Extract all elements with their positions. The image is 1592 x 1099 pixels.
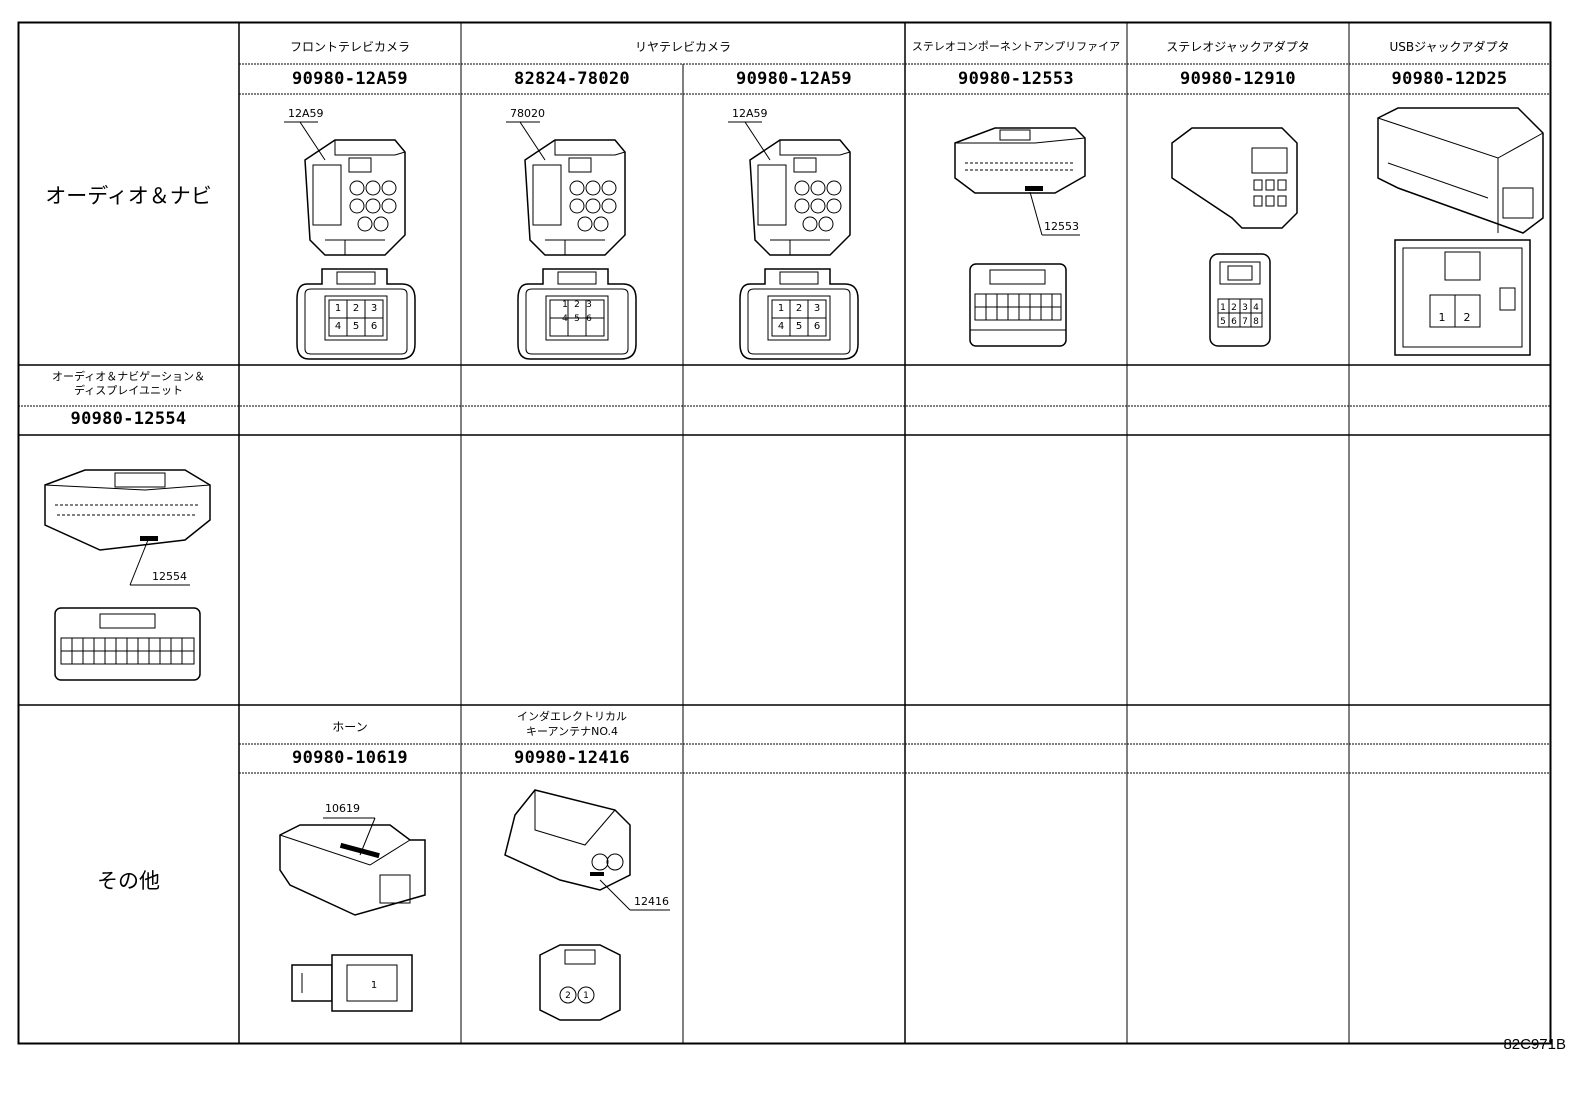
- svg-text:6: 6: [814, 321, 820, 332]
- header-display-unit-line1: オーディオ＆ナビゲーション＆: [51, 370, 205, 383]
- part-number: 90980-12D25: [1391, 69, 1508, 89]
- header-horn: ホーン: [332, 720, 368, 734]
- part-number: 90980-12554: [70, 409, 187, 429]
- part-number: 82824-78020: [514, 69, 630, 89]
- header-front-camera: フロントテレビカメラ: [289, 40, 410, 54]
- svg-text:4: 4: [778, 321, 784, 332]
- header-antenna-line2: キーアンテナNO.4: [525, 725, 619, 738]
- svg-text:4: 4: [335, 321, 341, 332]
- svg-text:6: 6: [371, 321, 377, 332]
- callout-label: 12A59: [288, 107, 324, 120]
- part-number: 90980-12553: [958, 69, 1074, 89]
- svg-text:5: 5: [353, 321, 359, 332]
- category-other: その他: [97, 869, 160, 893]
- svg-text:1: 1: [583, 991, 589, 1001]
- svg-text:1: 1: [562, 300, 568, 310]
- header-stereo-jack: ステレオジャックアダプタ: [1166, 40, 1310, 54]
- svg-text:1: 1: [1220, 303, 1226, 313]
- header-antenna-line1: インダエレクトリカル: [517, 710, 627, 723]
- part-number: 90980-12910: [1180, 69, 1296, 89]
- svg-text:5: 5: [1220, 317, 1226, 327]
- header-rear-camera: リヤテレビカメラ: [634, 40, 731, 54]
- svg-text:4: 4: [562, 314, 568, 324]
- drawing-code: 82C971B: [1503, 1036, 1566, 1053]
- svg-text:7: 7: [1242, 317, 1248, 327]
- header-stereo-amp: ステレオコンポーネントアンプリファイア: [911, 40, 1121, 53]
- callout-label: 12553: [1044, 220, 1079, 233]
- svg-text:2: 2: [1464, 311, 1471, 324]
- svg-text:2: 2: [353, 303, 359, 314]
- svg-text:1: 1: [1439, 311, 1446, 324]
- callout-label: 12A59: [732, 107, 768, 120]
- callout-label: 10619: [325, 802, 360, 815]
- part-number: 90980-12A59: [736, 69, 852, 89]
- svg-text:3: 3: [814, 303, 820, 314]
- svg-text:3: 3: [1242, 303, 1248, 313]
- svg-text:1: 1: [371, 980, 377, 991]
- part-number: 90980-12A59: [292, 69, 408, 89]
- svg-text:6: 6: [1231, 317, 1237, 327]
- svg-text:6: 6: [586, 314, 592, 324]
- svg-text:2: 2: [1231, 303, 1237, 313]
- category-audio-navi: オーディオ＆ナビ: [45, 184, 212, 208]
- svg-text:1: 1: [778, 303, 784, 314]
- header-usb-jack: USBジャックアダプタ: [1389, 40, 1510, 54]
- svg-text:2: 2: [796, 303, 802, 314]
- svg-text:1: 1: [335, 303, 341, 314]
- svg-text:2: 2: [574, 300, 580, 310]
- part-number: 90980-10619: [292, 748, 408, 768]
- svg-text:3: 3: [586, 300, 592, 310]
- svg-text:4: 4: [1253, 303, 1259, 313]
- svg-text:8: 8: [1253, 317, 1259, 327]
- callout-label: 12416: [634, 895, 669, 908]
- svg-text:3: 3: [371, 303, 377, 314]
- callout-label: 12554: [152, 570, 187, 583]
- svg-text:5: 5: [796, 321, 802, 332]
- header-display-unit-line2: ディスプレイユニット: [73, 384, 183, 397]
- part-number: 90980-12416: [514, 748, 630, 768]
- svg-text:2: 2: [565, 991, 571, 1001]
- callout-label: 78020: [510, 107, 545, 120]
- svg-text:5: 5: [574, 314, 580, 324]
